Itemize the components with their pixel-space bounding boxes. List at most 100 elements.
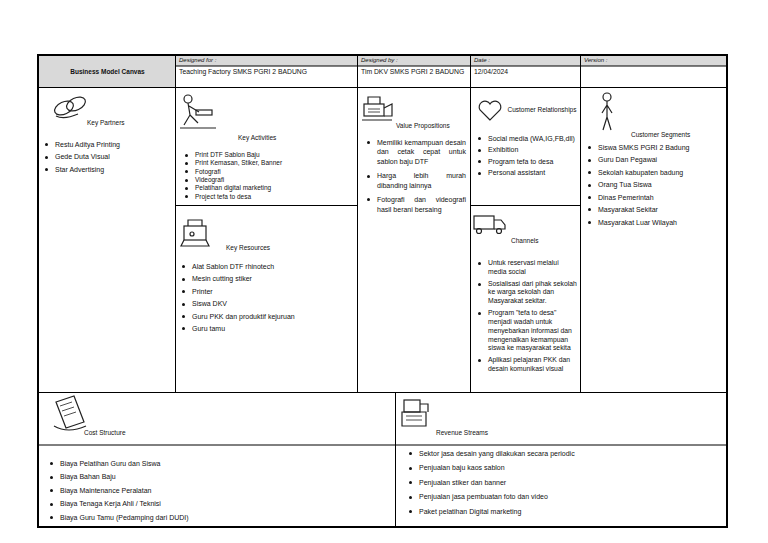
list-item: Alat Sablon DTF rhinotech	[181, 262, 353, 271]
bullet-list: Alat Sablon DTF rhinotechMesin cutting s…	[181, 262, 353, 334]
item-text: Fotografi dan videografi hasil berani be…	[377, 195, 466, 214]
bullet-list: Biaya Pelatihan Guru dan SiswaBiaya Baha…	[49, 459, 389, 522]
bullet	[367, 198, 370, 201]
bullet	[182, 303, 185, 306]
item-text: Harga lebih murah dibanding lainnya	[377, 171, 466, 190]
item-text: Paket pelatihan Digital marketing	[419, 508, 521, 515]
canvas-title: Business Model Canvas	[39, 68, 176, 76]
bullet	[409, 510, 412, 513]
list-item: Masyarakat Sekitar	[587, 205, 725, 214]
bullet	[185, 154, 188, 157]
bullet	[182, 327, 185, 330]
bullet	[182, 278, 185, 281]
list-item: Fotografi dan videografi hasil berani be…	[366, 195, 466, 214]
item-text: Print Kemasan, Stiker, Banner	[195, 159, 282, 166]
bullet	[588, 184, 591, 187]
item-text: Star Advertising	[55, 166, 104, 173]
bullet	[478, 172, 481, 175]
item-text: Biaya Guru Tamu (Pedamping dari DUDI)	[60, 514, 189, 521]
bullet	[588, 159, 591, 162]
field-label: Designed for :	[179, 57, 355, 65]
bullet	[182, 265, 185, 268]
item-text: Project tefa to desa	[195, 193, 251, 200]
bullet-list: Restu Aditya PrintingGede Duta VisualSta…	[44, 140, 172, 174]
item-text: Personal assistant	[488, 169, 545, 176]
canvas-block: Business Model Canvas	[38, 55, 176, 88]
bottom-divider	[38, 445, 727, 446]
bullet	[478, 149, 481, 152]
item-text: Videografi	[195, 176, 224, 183]
list-item: Biaya Pelatihan Guru dan Siswa	[49, 459, 389, 468]
bullet	[478, 137, 481, 140]
header-strip	[175, 55, 727, 66]
item-text: Mesin cutting stiker	[192, 275, 252, 282]
item-text: Penjualan baju kaos sablon	[419, 464, 505, 471]
item-text: Pelatihan digital marketing	[195, 184, 271, 191]
field-label: Date :	[474, 57, 578, 65]
list-item: Sekolah kabupaten badung	[587, 168, 725, 177]
item-text: Biaya Maintenance Peralatan	[60, 487, 151, 494]
bullet	[185, 170, 188, 173]
bullet	[478, 262, 481, 265]
list-item: Exhibition	[477, 145, 577, 154]
heart-icon	[479, 101, 501, 120]
item-text: Guru PKK dan produktif kejuruan	[192, 313, 295, 320]
list-item: Restu Aditya Printing	[44, 140, 172, 149]
bullet	[367, 141, 370, 144]
list-item: Harga lebih murah dibanding lainnya	[366, 171, 466, 190]
bullet	[588, 146, 591, 149]
item-text: Gede Duta Visual	[55, 153, 110, 160]
item-text: Sektor jasa desain yang dilakukan secara…	[419, 450, 575, 457]
list-item: Siswa DKV	[181, 299, 353, 308]
item-text: Sekolah kabupaten badung	[598, 169, 683, 176]
item-text: Program "tefa to desa" menjadi wadah unt…	[488, 309, 572, 351]
bullet	[409, 452, 412, 455]
canvas-block: Cost StructureBiaya Pelatihan Guru dan S…	[38, 392, 396, 528]
list-item: Orang Tua Siswa	[587, 180, 725, 189]
bullet	[50, 476, 53, 479]
item-text: Exhibition	[488, 146, 518, 153]
list-item: Mesin cutting stiker	[181, 274, 353, 283]
item-text: Sosialisasi dari pihak sekolah ke warga …	[488, 280, 577, 305]
bullet	[409, 496, 412, 499]
bullet	[50, 462, 53, 465]
bullet	[182, 290, 185, 293]
gift-icon	[362, 97, 392, 120]
list-item: Program "tefa to desa" menjadi wadah unt…	[477, 309, 577, 353]
field-value: Tim DKV SMKS PGRI 2 BADUNG	[361, 68, 468, 76]
item-text: Print DTF Sablon Baju	[195, 151, 260, 158]
bullet	[478, 160, 481, 163]
block-heading: Revenue Streams	[436, 429, 556, 437]
block-heading: Customer Segments	[631, 131, 725, 139]
item-text: Memiliki kemampuan desain dan cetak cepa…	[377, 138, 466, 166]
bullet	[50, 516, 53, 519]
bullet-list: Memiliki kemampuan desain dan cetak cepa…	[366, 138, 466, 214]
receipt-icon	[54, 396, 86, 430]
block-heading: Customer Relationships	[507, 106, 577, 114]
list-item: Dinas Pemerintah	[587, 193, 725, 202]
item-text: Untuk reservasi melalui media social	[488, 259, 559, 275]
list-item: Untuk reservasi melalui media social	[477, 259, 577, 277]
bullet-list: Print DTF Sablon BajuPrint Kemasan, Stik…	[184, 151, 354, 201]
bullet	[185, 187, 188, 190]
list-item: Personal assistant	[477, 168, 577, 177]
canvas-block: Value PropositionsMemiliki kemampuan des…	[357, 87, 471, 393]
bullet-list: Siswa SMKS PGRI 2 BadungGuru Dan Pegawai…	[587, 143, 725, 227]
list-item: Masyarakat Luar Wilayah	[587, 218, 725, 227]
canvas-block: Key ResourcesAlat Sablon DTF rhinotechMe…	[175, 205, 358, 393]
bullet	[185, 179, 188, 182]
canvas-block: Version :	[580, 55, 728, 88]
block-heading: Key Activities	[238, 134, 338, 142]
list-item: Aplikasi pelajaran PKK dan desain komuni…	[477, 356, 577, 374]
list-item: Biaya Bahan Baju	[49, 472, 389, 481]
item-text: Penjualan stiker dan banner	[419, 479, 506, 486]
item-text: Aplikasi pelajaran PKK dan desain komuni…	[488, 356, 570, 372]
bullet	[478, 359, 481, 362]
outer-frame	[38, 55, 727, 527]
bullet	[478, 312, 481, 315]
list-item: Star Advertising	[44, 165, 172, 174]
bullet	[588, 208, 591, 211]
list-item: Fotografi	[184, 168, 354, 176]
bullet	[45, 168, 48, 171]
